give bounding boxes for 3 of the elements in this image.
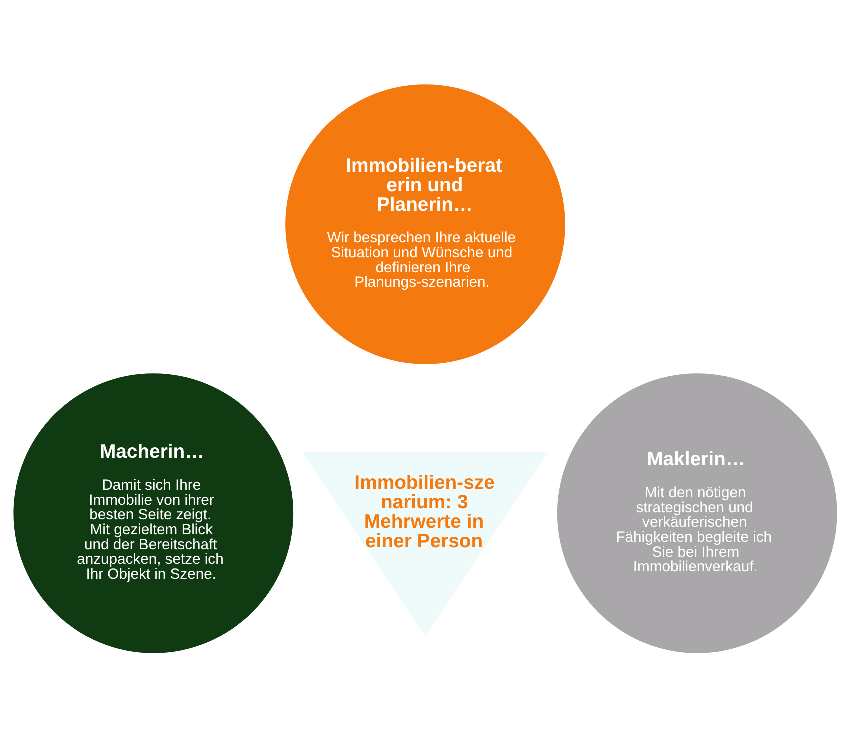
node-circle: Maklerin… Mit den nötigen strategischen und verkäuferischen Fähigkeiten begleite ich Sie bei Ihrem Immobilienverkauf. xyxy=(556,374,837,654)
node-circle: Immobilien-beraterin und Planerin… Wir besprechen Ihre aktuelle Situation und Wünsche und definieren Ihre Planungs-szenarien. xyxy=(285,84,565,364)
node-circle: Macherin… Damit sich Ihre Immobilie von ihrer besten Seite zeigt. Mit gezieltem Blick und der Bereitschaft anzupacken, setze ich Ihr Objekt in Szene. xyxy=(13,374,294,654)
